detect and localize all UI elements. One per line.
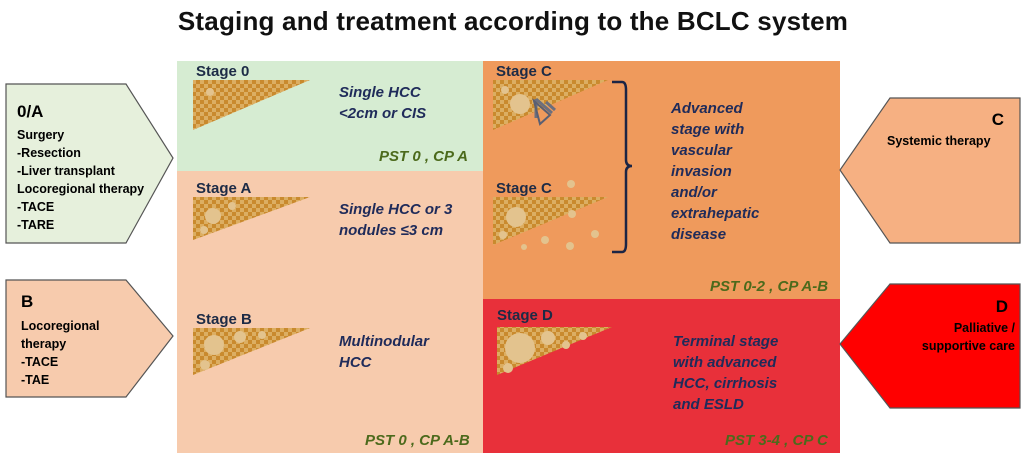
stageD-desc-line: HCC, cirrhosis — [673, 375, 778, 392]
stageB-tumor-graphic — [193, 328, 310, 375]
treatment-line: therapy — [21, 337, 67, 351]
treatment-line: -TACE — [21, 355, 59, 369]
stageC-label-1: Stage C — [496, 63, 552, 80]
stage0-desc-line: Single HCC — [339, 84, 421, 101]
stageB-desc-line: HCC — [339, 354, 372, 371]
stageB-desc-line: Multinodular — [339, 333, 429, 350]
treatment-line: Locoregional therapy — [17, 182, 145, 196]
stageD-desc-line: with advanced — [673, 354, 777, 371]
stageB-desc: Multinodular HCC — [339, 331, 429, 373]
treatment-line: -TACE — [17, 200, 55, 214]
stage0-pst: PST 0 , CP A — [379, 148, 468, 165]
stageC-vascular-tumor-graphic — [493, 80, 608, 130]
treatment-C-heading: C — [991, 110, 1004, 129]
stageD-pst: PST 3-4 , CP C — [725, 432, 828, 449]
diagram-title: Staging and treatment according to the B… — [177, 6, 849, 36]
treatment-line: -TARE — [17, 218, 55, 232]
treatment-line: -Resection — [17, 146, 81, 160]
treatment-line: Systemic therapy — [887, 134, 991, 148]
stageC-desc-line: extrahepatic — [671, 205, 760, 222]
stageC-desc-line: invasion — [671, 163, 732, 180]
stageB-pst: PST 0 , CP A-B — [365, 432, 470, 449]
stage0-tumor-graphic — [193, 80, 310, 130]
stageC-desc-line: and/or — [671, 184, 717, 201]
treatment-C: C Systemic therapy — [887, 110, 1007, 150]
stage0-panel — [177, 61, 483, 171]
stageD-desc-line: and ESLD — [673, 396, 744, 413]
stageA-desc-line: nodules ≤3 cm — [339, 222, 444, 239]
stage0-label: Stage 0 — [196, 63, 250, 80]
treatment-line: Locoregional — [21, 319, 100, 333]
treatment-line: -Liver transplant — [17, 164, 115, 178]
stageD-desc-line: Terminal stage — [673, 333, 779, 350]
stageC-pst: PST 0-2 , CP A-B — [710, 278, 829, 295]
stage0-desc: Single HCC <2cm or CIS — [339, 82, 426, 124]
treatment-B-arrow — [5, 279, 174, 398]
treatment-B: B Locoregional therapy -TACE -TAE — [21, 292, 99, 389]
stageD-panel — [483, 299, 840, 453]
treatment-0A-heading: 0/A — [17, 102, 44, 121]
treatment-B-heading: B — [21, 292, 34, 311]
stageC-extrahepatic-tumor-graphic — [493, 180, 608, 250]
treatment-C-arrow — [839, 97, 1021, 244]
stageD-label: Stage D — [497, 307, 553, 324]
stage0-desc-line: <2cm or CIS — [339, 105, 427, 122]
treatment-0A: 0/A Surgery -Resection -Liver transplant… — [17, 102, 144, 234]
treatment-line: Palliative / — [953, 321, 1015, 335]
treatment-0A-arrow — [5, 83, 174, 244]
stageC-desc-line: stage with — [671, 121, 745, 138]
stageA-tumor-graphic — [193, 197, 310, 240]
stageC-desc-line: vascular — [671, 142, 732, 159]
stageA-desc-line: Single HCC or 3 — [339, 201, 453, 218]
stageC-bracket — [612, 80, 633, 254]
stageA-desc: Single HCC or 3 nodules ≤3 cm — [339, 199, 452, 241]
stageC-desc-line: disease — [671, 226, 727, 243]
treatment-line: supportive care — [921, 339, 1015, 353]
treatment-line: Surgery — [17, 128, 65, 142]
stageD-desc: Terminal stage with advanced HCC, cirrho… — [673, 331, 778, 415]
treatment-D-heading: D — [995, 297, 1008, 316]
stageB-label: Stage B — [196, 311, 252, 328]
treatment-D: D Palliative / supportive care — [893, 297, 1015, 355]
stageD-tumor-graphic — [497, 327, 612, 375]
stageC-desc-line: Advanced — [671, 100, 743, 117]
treatment-line: -TAE — [21, 373, 50, 387]
stageC-label-2: Stage C — [496, 180, 552, 197]
stageC-desc: Advanced stage with vascular invasion an… — [671, 98, 759, 245]
treatment-D-arrow — [839, 283, 1021, 409]
stageA-label: Stage A — [196, 180, 252, 197]
